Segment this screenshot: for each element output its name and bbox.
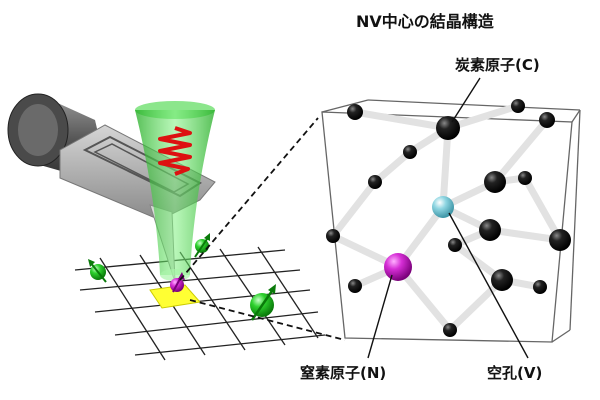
microwave-wave-icon (158, 126, 192, 176)
diagram-title: NV中心の結晶構造 (356, 12, 494, 31)
laser-beam (135, 101, 215, 281)
zoom-indicator-lines (179, 117, 346, 341)
afm-probe-scene (7, 93, 326, 361)
spin-arrow-icon (194, 233, 210, 258)
vacancy-label: 空孔(V) (487, 364, 543, 382)
nv-spin (170, 272, 185, 293)
label-leader-lines (367, 77, 529, 359)
carbon-atom-label: 炭素原子(C) (455, 56, 540, 74)
carbon-atoms-large (436, 116, 571, 291)
crystal-structure (321, 77, 581, 359)
nitrogen-atom-label: 窒素原子(N) (300, 364, 387, 382)
spin-arrow-icon (250, 284, 276, 321)
sample-grid (74, 246, 326, 361)
spin-arrow-icon (88, 259, 107, 283)
carbon-atoms-small (326, 99, 555, 337)
nitrogen-atom (384, 253, 412, 281)
vacancy-site (432, 196, 454, 218)
